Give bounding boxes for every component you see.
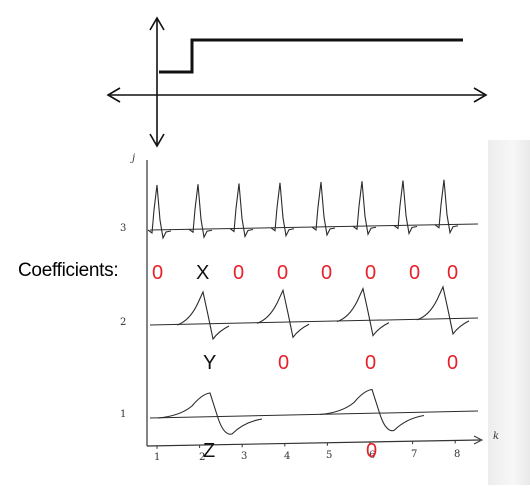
step-axis-right-arrow [473, 87, 488, 103]
coef-level3-4: 0 [277, 262, 289, 284]
x-tick-5: 5 [326, 450, 333, 461]
coef-level3-8: 0 [447, 262, 459, 284]
step-function-curve [159, 38, 463, 74]
coef-level3-2: X [196, 262, 210, 284]
level-2-baseline [149, 317, 479, 326]
k-axis-label: k [493, 431, 500, 442]
wavelet-level3-2 [188, 184, 213, 240]
wavelet-level2-2 [256, 288, 310, 339]
wavelet-level2-4 [416, 285, 470, 336]
x-tick-4: 4 [284, 451, 291, 462]
coef-level3-1: 0 [152, 262, 164, 284]
j-axis-label: j [132, 153, 136, 164]
x-tick-3: 3 [241, 451, 248, 462]
coef-level2-3: 0 [365, 352, 377, 374]
level-1-tick: 1 [120, 409, 127, 420]
step-axis-up-arrow [149, 16, 165, 31]
coef-level2-4: 0 [447, 352, 459, 374]
step-axis-left-arrow [106, 87, 121, 103]
wavelet-level3-3 [229, 183, 254, 239]
wavelet-level2-1 [176, 290, 230, 341]
coef-level2-1: Y [203, 352, 217, 374]
wavelet-level3-5 [311, 181, 336, 237]
x-tick-6: 6 [369, 450, 376, 461]
wavelet-level3-6 [352, 181, 377, 237]
step-axis-down-arrow [149, 133, 165, 148]
coef-level2-2: 0 [278, 352, 290, 374]
step-function-plot [106, 16, 488, 148]
wavelet-level3-4 [270, 182, 295, 238]
coef-level1-2: 0 [366, 440, 378, 462]
level-3-baseline [149, 223, 479, 231]
level-3-tick: 3 [120, 223, 127, 234]
coef-level3-6: 0 [365, 262, 377, 284]
wavelet-waveforms [147, 179, 479, 435]
wavelet-axes [146, 160, 484, 447]
level-1-baseline [149, 410, 479, 419]
x-axis-ticks [156, 440, 456, 449]
x-tick-1: 1 [154, 452, 161, 463]
wavelet-level3-1 [147, 184, 172, 240]
wavelet-level2-3 [336, 286, 390, 337]
wavelet-level3-7 [393, 180, 418, 236]
wavelet-x-axis [146, 439, 481, 447]
wavelet-level1-1 [157, 392, 263, 435]
x-tick-7: 7 [411, 449, 418, 460]
wavelet-level1-2 [319, 388, 425, 432]
x-tick-2: 2 [199, 452, 206, 463]
x-tick-8: 8 [454, 449, 461, 460]
coef-level3-7: 0 [409, 262, 421, 284]
level-2-tick: 2 [120, 317, 127, 328]
coef-level1-1: Z [203, 440, 216, 462]
coef-level3-5: 0 [321, 262, 333, 284]
coef-level3-3: 0 [233, 262, 245, 284]
wavelet-level3-8 [434, 179, 459, 235]
x-axis-arrow [473, 435, 484, 445]
coefficients-label: Coefficients: [18, 260, 119, 281]
scan-page-edge [488, 140, 530, 485]
